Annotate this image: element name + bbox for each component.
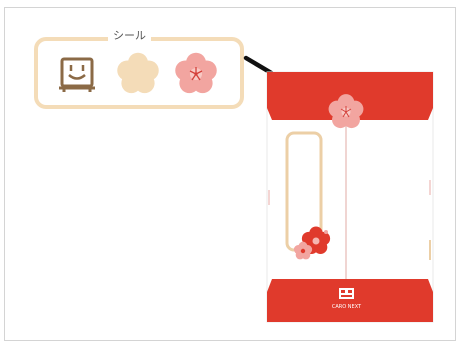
blossom-cluster-icon: [293, 226, 331, 260]
pink-blossom-sticker-icon[interactable]: [175, 52, 217, 94]
envelope: CARO NEXT: [266, 71, 434, 323]
smiley-sticker-icon[interactable]: [59, 57, 95, 92]
beige-blossom-sticker-icon[interactable]: [117, 52, 159, 94]
envelope-bottom-band: [267, 279, 433, 322]
seal-blossom-icon: [328, 94, 364, 129]
logo-text: CARO NEXT: [332, 304, 362, 310]
sticker-panel-label: シール: [108, 28, 151, 44]
logo-icon: [339, 288, 354, 299]
